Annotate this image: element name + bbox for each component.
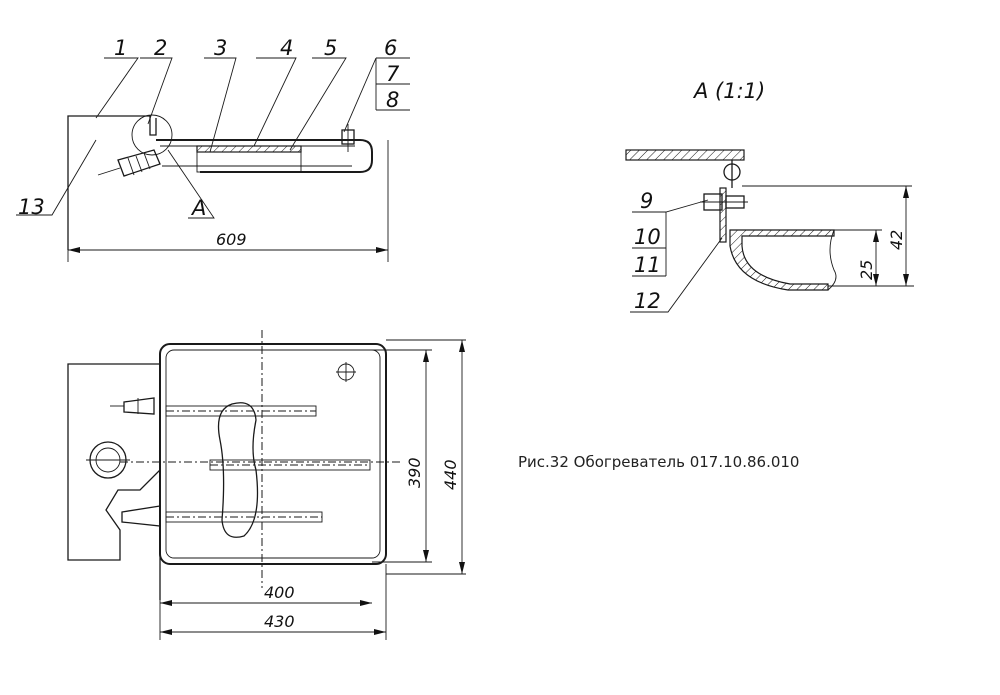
label-10: 10 xyxy=(634,225,661,249)
label-12: 12 xyxy=(634,289,661,313)
label-3: 3 xyxy=(214,36,227,60)
detail-view-a xyxy=(625,149,914,313)
dim-609: 609 xyxy=(216,230,247,249)
dim-430: 430 xyxy=(264,612,295,631)
label-7: 7 xyxy=(386,62,400,86)
label-13: 13 xyxy=(18,195,45,219)
label-8: 8 xyxy=(386,88,399,112)
detail-view-title: А (1:1) xyxy=(692,79,765,103)
plan-view xyxy=(67,330,466,640)
label-5: 5 xyxy=(324,36,337,60)
figure-caption: Рис.32 Обогреватель 017.10.86.010 xyxy=(518,453,800,471)
side-view xyxy=(16,57,410,262)
label-2: 2 xyxy=(154,36,167,60)
label-9: 9 xyxy=(640,189,653,213)
dim-25: 25 xyxy=(857,260,876,280)
label-11: 11 xyxy=(634,253,661,277)
label-4: 4 xyxy=(280,36,293,60)
dim-42: 42 xyxy=(887,230,906,250)
label-6: 6 xyxy=(384,36,397,60)
dim-440: 440 xyxy=(441,459,460,490)
dim-400: 400 xyxy=(264,583,295,602)
label-a-ref: А xyxy=(190,196,206,220)
dim-390: 390 xyxy=(405,457,424,488)
label-1: 1 xyxy=(114,36,127,60)
